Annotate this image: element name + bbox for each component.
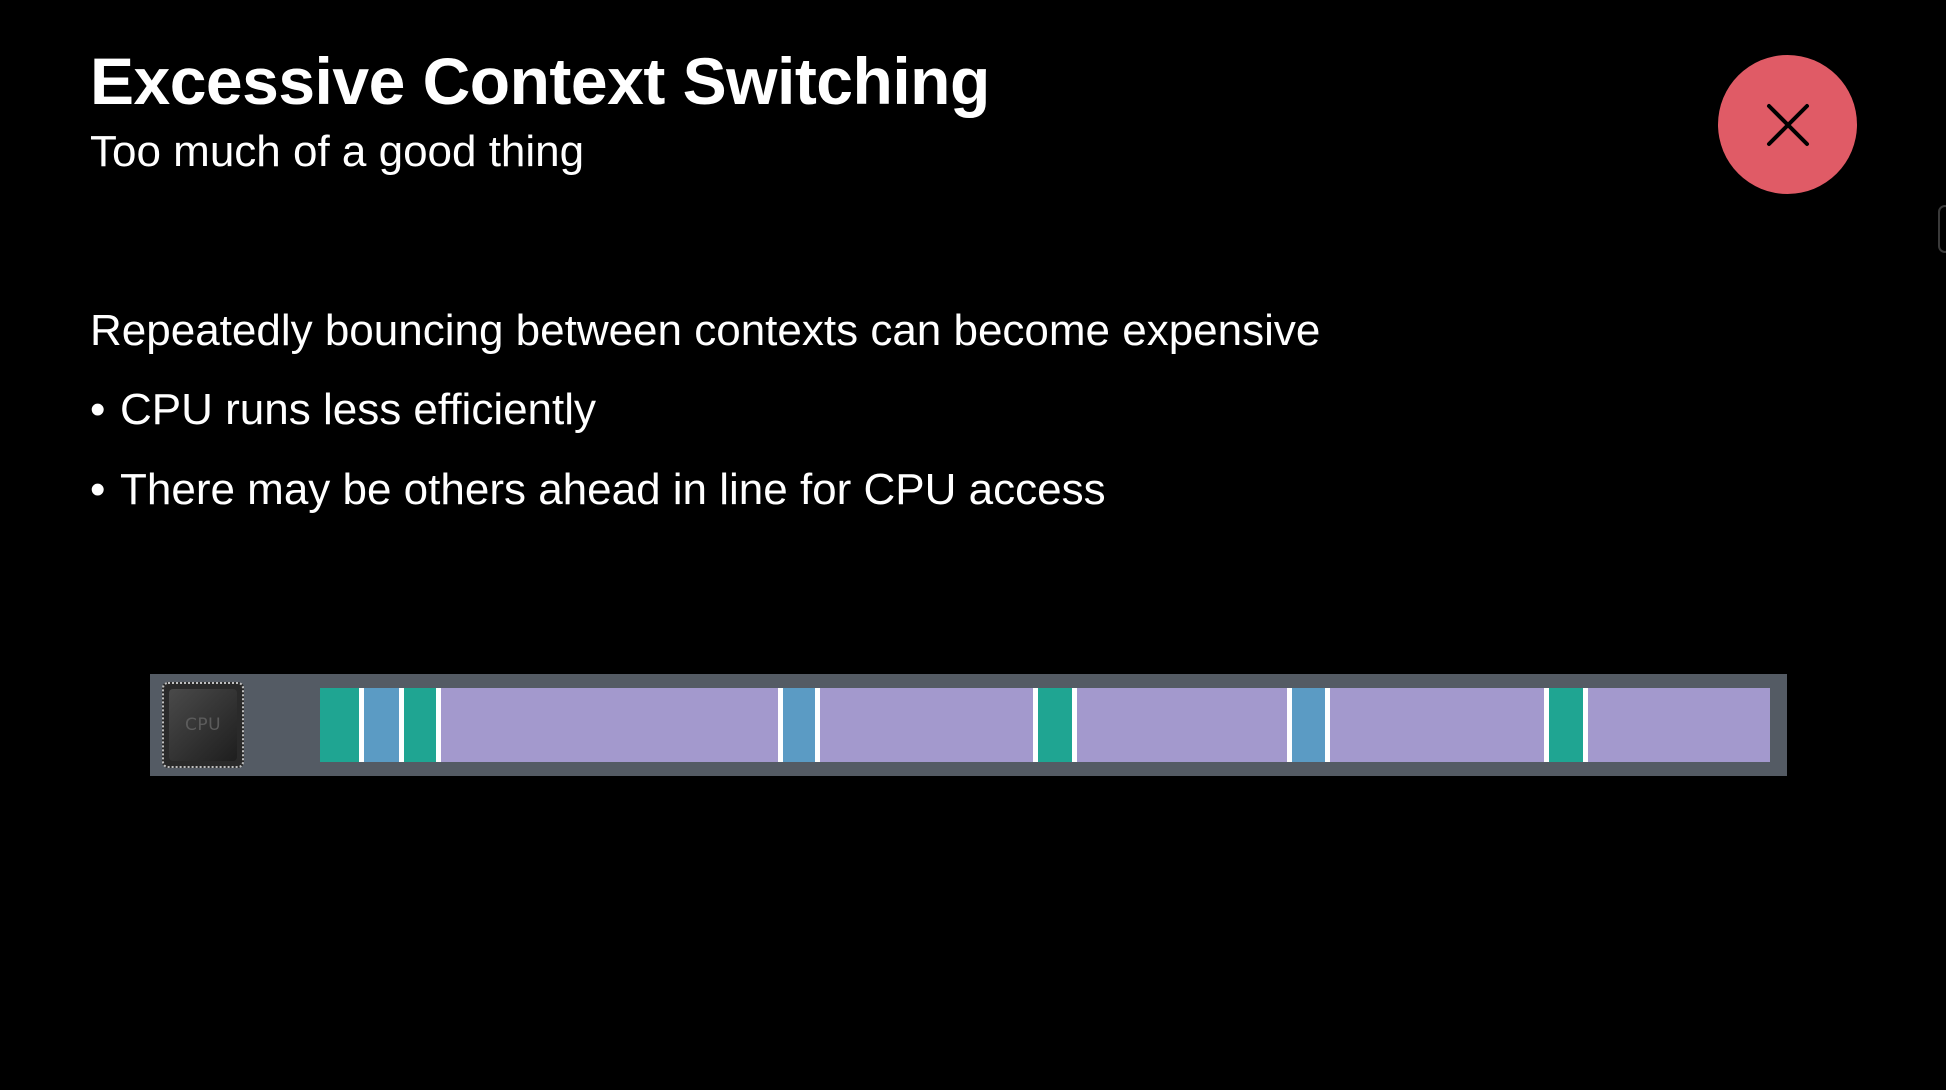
- segment-green: [1034, 688, 1074, 762]
- context-switch-marker: [1324, 688, 1330, 762]
- cpu-chip-icon: CPU: [162, 682, 244, 768]
- bullet-glyph: •: [90, 465, 106, 514]
- segment-blue: [1289, 688, 1327, 762]
- context-switch-marker: [359, 688, 365, 762]
- cpu-chip-label: CPU: [184, 715, 222, 735]
- context-switch-marker: [436, 688, 442, 762]
- lead-text: Repeatedly bouncing between contexts can…: [90, 306, 1321, 355]
- context-track: [320, 688, 1770, 762]
- bullet-text: There may be others ahead in line for CP…: [120, 465, 1106, 514]
- close-icon: [1766, 103, 1809, 146]
- segment-purple: [438, 688, 780, 762]
- segment-green: [400, 688, 439, 762]
- segment-purple: [1584, 688, 1770, 762]
- context-switch-marker: [777, 688, 783, 762]
- context-switch-marker: [815, 688, 821, 762]
- context-switch-marker: [1287, 688, 1293, 762]
- bullet-item: • There may be others ahead in line for C…: [90, 462, 1106, 518]
- context-switch-marker: [1544, 688, 1550, 762]
- context-switch-marker: [1582, 688, 1588, 762]
- segment-green: [1546, 688, 1585, 762]
- bullet-text: CPU runs less efficiently: [120, 385, 597, 434]
- cpu-timeline: CPU: [150, 674, 1787, 776]
- segment-blue: [779, 688, 818, 762]
- slide-subtitle: Too much of a good thing: [90, 127, 585, 176]
- bullet-item: • CPU runs less efficiently: [90, 382, 596, 438]
- segment-purple: [1074, 688, 1290, 762]
- context-switch-marker: [1072, 688, 1077, 762]
- close-badge: [1718, 55, 1857, 194]
- segment-blue: [361, 688, 401, 762]
- segment-purple: [817, 688, 1035, 762]
- context-switch-marker: [398, 688, 404, 762]
- bullet-glyph: •: [90, 385, 106, 434]
- cpu-chip-core: CPU: [169, 689, 237, 761]
- slide-title: Excessive Context Switching: [90, 44, 990, 118]
- segment-purple: [1326, 688, 1547, 762]
- context-switch-marker: [1032, 688, 1038, 762]
- edge-tab: [1938, 205, 1946, 253]
- segment-green: [320, 688, 362, 762]
